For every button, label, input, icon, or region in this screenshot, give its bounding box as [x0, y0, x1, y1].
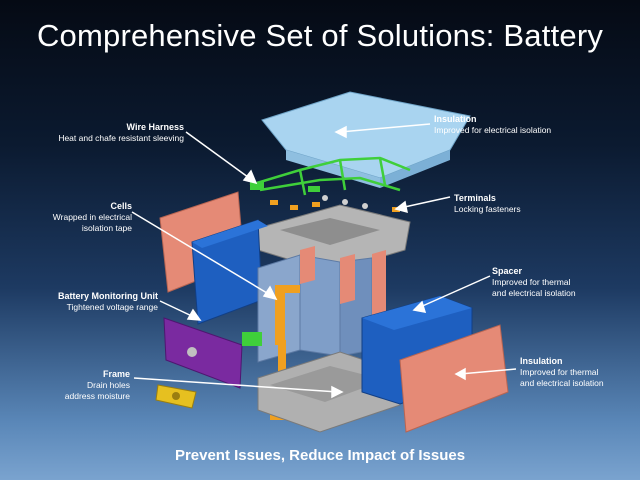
callout-text: Heat and chafe resistant sleeving	[58, 133, 184, 143]
callout-heading: Frame	[102, 369, 130, 379]
callout-heading: Wire Harness	[126, 122, 184, 132]
callout-text: isolation tape	[81, 223, 132, 233]
callout-frame: Frame Drain holes address moisture	[20, 369, 130, 402]
callout-text: Wrapped in electrical	[52, 212, 132, 222]
right-insulation-part	[399, 324, 509, 433]
callout-heading: Cells	[110, 201, 132, 211]
callout-insulation-bottom: Insulation Improved for thermal and elec…	[520, 356, 604, 389]
yellow-connector-part	[155, 384, 197, 409]
callout-text: Locking fasteners	[454, 204, 521, 214]
callout-heading: Insulation	[434, 114, 477, 124]
battery-monitoring-unit-part	[163, 317, 243, 389]
wire-harness-part	[249, 156, 411, 196]
callout-text: Improved for electrical isolation	[434, 125, 552, 135]
left-spacer-part	[191, 219, 268, 325]
callout-terminals: Terminals Locking fasteners	[454, 193, 521, 215]
callout-cells: Cells Wrapped in electrical isolation ta…	[20, 201, 132, 234]
slide-footer: Prevent Issues, Reduce Impact of Issues	[174, 447, 466, 464]
top-insulation-part	[261, 91, 471, 188]
callout-text: and electrical isolation	[520, 378, 604, 388]
callout-insulation-top: Insulation Improved for electrical isola…	[434, 114, 551, 136]
connector-part	[242, 332, 262, 346]
callout-heading: Spacer	[492, 266, 523, 276]
callout-leader-lines	[131, 123, 517, 399]
callout-heading: Battery Monitoring Unit	[58, 291, 158, 301]
callout-heading: Terminals	[454, 193, 496, 203]
slide-title: Comprehensive Set of Solutions: Battery	[36, 18, 604, 53]
callout-spacer: Spacer Improved for thermal and electric…	[492, 266, 576, 299]
callout-text: and electrical isolation	[492, 288, 576, 298]
callout-heading: Insulation	[520, 356, 563, 366]
callout-battery-monitoring-unit: Battery Monitoring Unit Tightened voltag…	[12, 291, 158, 313]
callout-text: address moisture	[64, 391, 130, 401]
callout-text: Drain holes	[87, 380, 130, 390]
callout-text: Improved for thermal	[492, 277, 571, 287]
callout-text: Tightened voltage range	[66, 302, 158, 312]
callout-text: Improved for thermal	[520, 367, 599, 377]
callout-wire-harness: Wire Harness Heat and chafe resistant sl…	[20, 122, 184, 144]
